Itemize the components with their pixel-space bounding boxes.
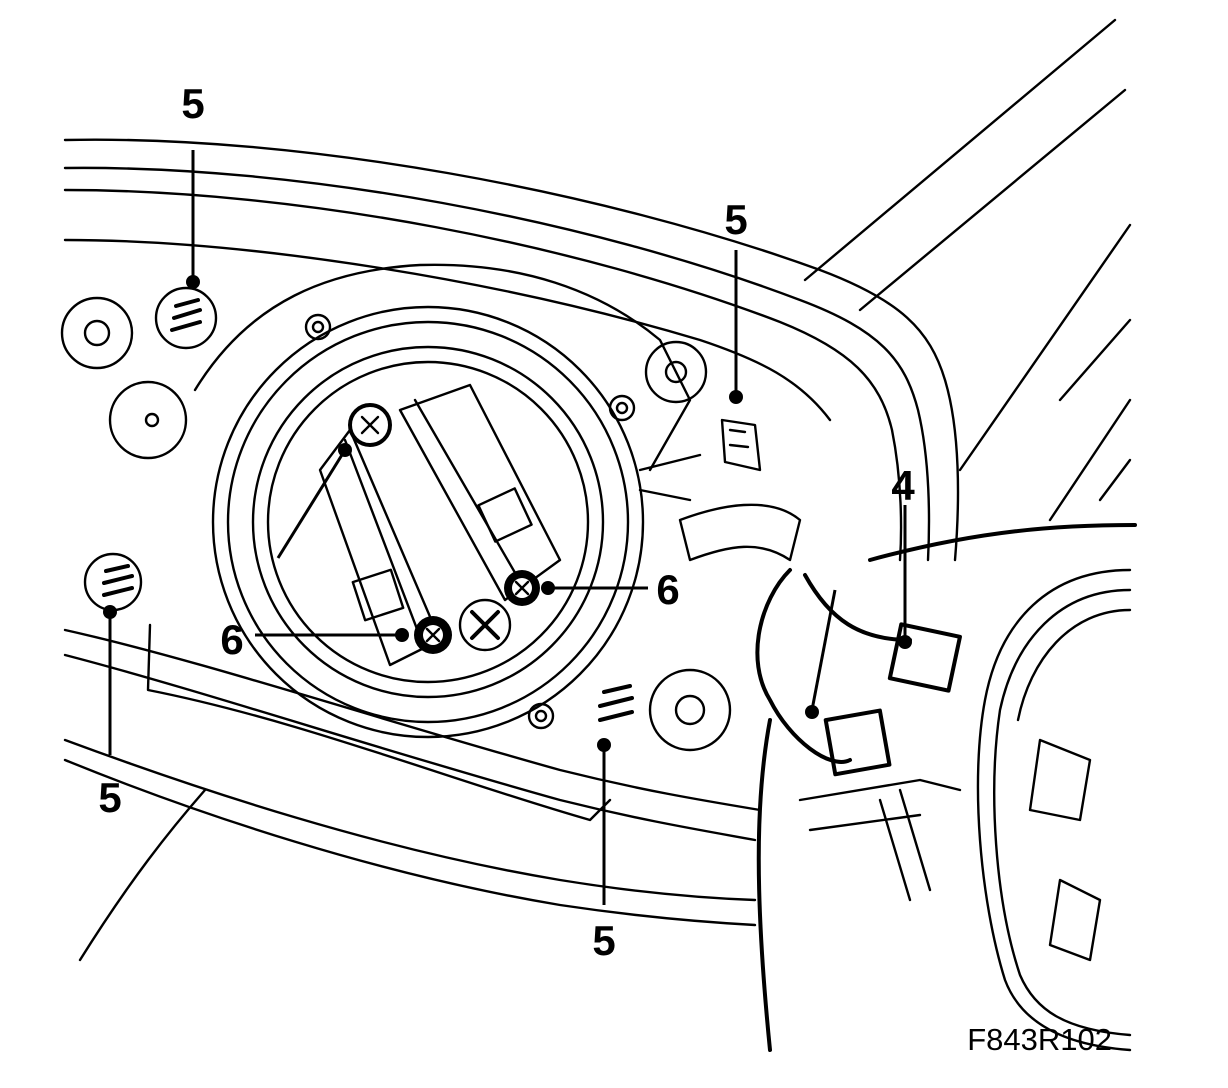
spring-clip-bottom-mid	[598, 684, 634, 722]
callout-4: 4	[891, 462, 915, 509]
callout-6-left: 6	[220, 616, 243, 663]
spring-clip-left	[83, 552, 143, 612]
screw-top	[348, 403, 392, 447]
screw-right	[504, 570, 540, 606]
callout-5-top-left: 5	[181, 80, 204, 127]
callout-5-bottom-mid: 5	[592, 917, 615, 964]
mounting-boss-left-top	[60, 296, 134, 370]
guide-tube	[678, 503, 802, 562]
lamp-housing	[211, 305, 645, 739]
bulb-holder-right	[398, 383, 562, 602]
callout-6-right: 6	[656, 566, 679, 613]
clip-top-mid	[720, 418, 762, 472]
body-panel-lines	[803, 18, 1132, 522]
guide-rails	[638, 453, 702, 502]
mounting-boss-left-mid	[108, 380, 188, 460]
mounting-boss-right-top	[644, 340, 708, 404]
carrier-plate-lower	[146, 623, 612, 822]
callout-5-left-bottom: 5	[98, 774, 121, 821]
harness-arc-top	[868, 523, 1137, 562]
mounting-boss-right-low	[648, 668, 732, 752]
connector-assembly	[755, 568, 962, 902]
spring-clip-top-left	[154, 286, 218, 350]
carrier-plate	[193, 263, 692, 472]
bulb-holder-left	[318, 428, 442, 667]
housing-outline	[63, 138, 960, 962]
cross-screw-large	[458, 598, 512, 652]
harness-arc-bottom	[756, 718, 772, 1052]
screw-bottom	[414, 616, 452, 654]
figure-code: F843R102	[967, 1022, 1112, 1057]
leaders	[103, 150, 912, 905]
adjuster-ring	[976, 568, 1132, 1052]
callout-5-top-mid: 5	[724, 196, 747, 243]
